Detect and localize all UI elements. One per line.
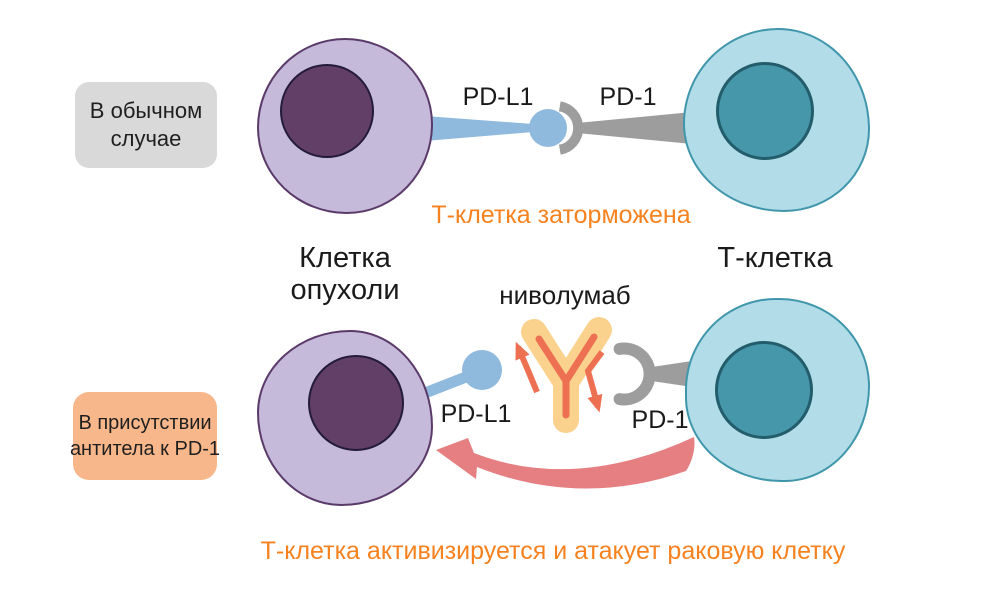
t-cell-bottom (685, 298, 870, 482)
pdl1-label-top: PD-L1 (462, 83, 534, 111)
pd1-stalk-top (577, 112, 692, 144)
pdl1-label-bottom: PD-L1 (440, 400, 512, 428)
tumor-cell-label-line1: Клетка (299, 242, 391, 274)
pdl1-stalk-top (425, 116, 533, 141)
condition-antibody-line1: В присутствии (78, 412, 212, 434)
status-text-bottom: Т-клетка активизируется и атакует ракову… (260, 537, 846, 565)
t-cell-bottom-nucleus (715, 341, 813, 439)
tumor-cell-bottom-nucleus (308, 355, 404, 451)
t-cell-label: Т-клетка (717, 242, 833, 274)
condition-box-normal: В обычном случае (75, 82, 217, 168)
t-cell-top (683, 28, 870, 212)
status-text-top: Т-клетка заторможена (431, 201, 691, 229)
activation-arrow-right (584, 350, 605, 413)
pd1-label-bottom: PD-1 (631, 406, 689, 434)
t-cell-top-nucleus (716, 62, 814, 160)
condition-normal-line2: случае (110, 126, 182, 151)
condition-normal-line1: В обычном (89, 98, 203, 123)
condition-box-antibody: В присутствии антитела к PD-1 (69, 392, 221, 480)
tumor-cell-top (257, 38, 433, 214)
pdl1-ligand-ball-top (529, 109, 567, 147)
tumor-cell-bottom (257, 330, 433, 506)
nivolumab-label: ниволумаб (499, 280, 631, 310)
pdl1-stalk-bottom (419, 371, 472, 399)
attack-arrow (436, 437, 695, 489)
pd1-stalk-bottom (645, 361, 692, 387)
tumor-cell-top-nucleus (280, 64, 374, 158)
antibody-y-core (535, 333, 598, 419)
pdl1-ligand-ball-bottom (462, 350, 502, 390)
tumor-cell-label-line2: опухоли (290, 274, 400, 306)
condition-antibody-line2: антитела к PD-1 (69, 438, 221, 460)
tumor-cell-label: Клетка опухоли (290, 242, 399, 306)
pd1-label-top: PD-1 (599, 83, 657, 111)
activation-arrow-left (515, 341, 540, 394)
